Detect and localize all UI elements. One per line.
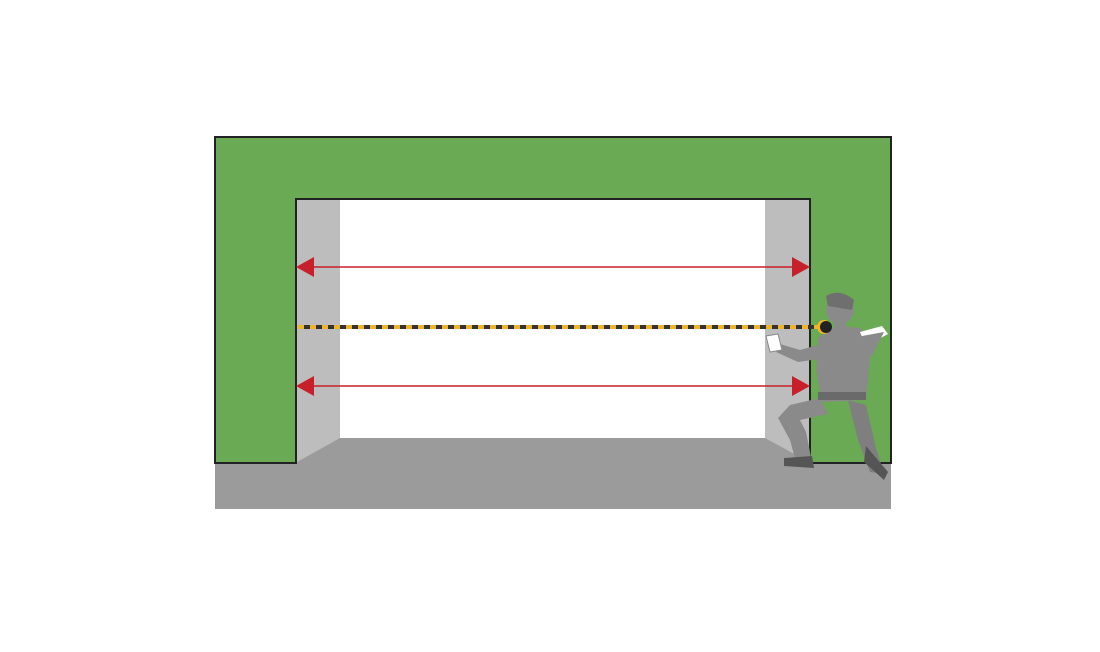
floor bbox=[215, 437, 891, 509]
person-measuring-icon bbox=[765, 292, 888, 480]
upper-arrow-right-head bbox=[792, 257, 810, 277]
left-jamb bbox=[297, 200, 340, 462]
tape-measure-icon bbox=[817, 320, 832, 334]
lower-arrow-right-head bbox=[792, 376, 810, 396]
lower-arrow-left-head bbox=[296, 376, 314, 396]
door-opening bbox=[340, 200, 765, 438]
opening-outline bbox=[295, 198, 811, 463]
upper-arrow-left-head bbox=[296, 257, 314, 277]
